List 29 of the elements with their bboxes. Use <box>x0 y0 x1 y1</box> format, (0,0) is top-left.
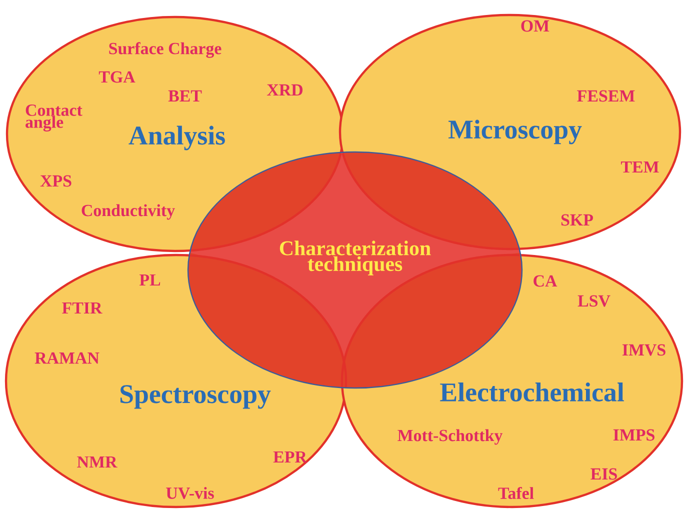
technique-label: TEM <box>620 161 659 173</box>
technique-label: Conductivity <box>82 204 175 220</box>
technique-label: Mott-Schottky <box>398 429 502 445</box>
technique-label: UV-vis <box>166 487 214 499</box>
technique-label: FESEM <box>577 90 635 102</box>
heading: Analysis <box>128 126 225 150</box>
center-title: Characterization techniques <box>280 240 431 276</box>
technique-label: LSV <box>578 295 610 307</box>
technique-label: TGA <box>98 71 136 83</box>
technique-label: IMVS <box>622 344 666 356</box>
technique-label: SKP <box>561 214 593 226</box>
technique-label: BET <box>168 90 202 102</box>
technique-label: Tafel <box>498 486 534 500</box>
technique-label: IMPS <box>613 429 654 441</box>
technique-label: XPS <box>40 175 72 187</box>
technique-label: RAMAN <box>34 352 100 364</box>
technique-label: Contact angle <box>26 104 82 132</box>
technique-label: OM <box>521 20 550 32</box>
technique-label: XRD <box>266 84 303 96</box>
technique-label: EPR <box>273 451 308 463</box>
heading: Electrochemical <box>440 382 624 402</box>
technique-label: FTIR <box>62 302 102 314</box>
heading: Microscopy <box>448 120 582 144</box>
technique-label: Surface Charge <box>109 42 222 58</box>
technique-label: PL <box>139 274 160 286</box>
technique-label: EIS <box>590 468 617 480</box>
heading: Spectroscopy <box>120 385 271 409</box>
technique-label: CA <box>534 275 558 287</box>
technique-label: NMR <box>77 456 118 468</box>
